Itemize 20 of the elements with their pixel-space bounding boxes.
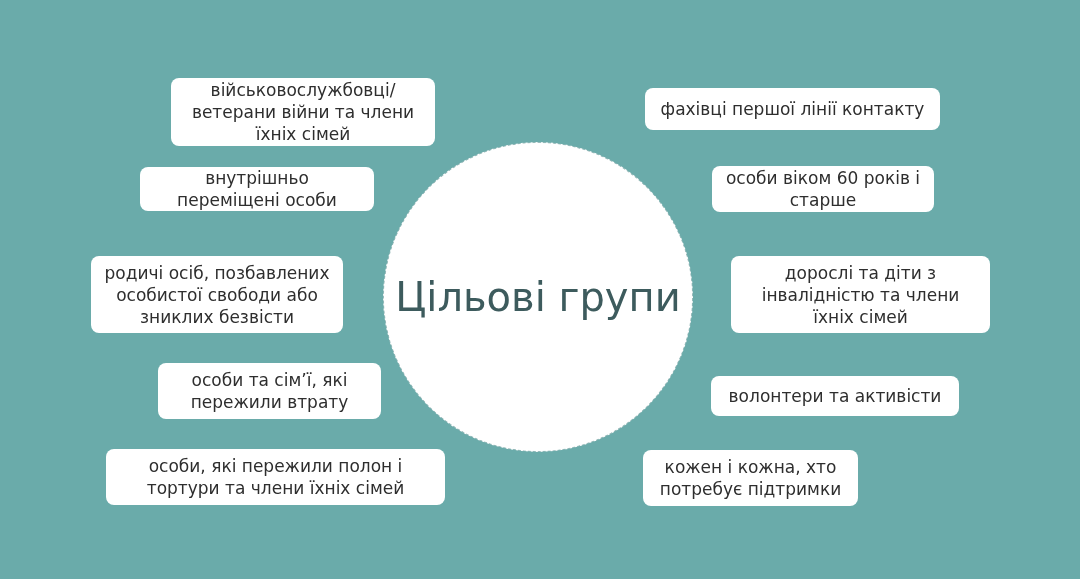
group-box — [106, 449, 445, 505]
group-label: родичі осіб, позбавлених особистої свободи або зниклих безвісти — [103, 261, 331, 328]
group-box — [643, 450, 858, 506]
group-label: дорослі та діти з інвалідністю та члени їхніх сімей — [760, 261, 961, 328]
group-box — [731, 256, 990, 333]
group-box — [158, 363, 381, 419]
group-label: особи віком 60 років і старше — [724, 167, 922, 211]
group-label: особи, які пережили полон і тортури та члени їхніх сімей — [145, 455, 406, 499]
group-label: військовослужбовці/ ветерани війни та члени їхніх сімей — [190, 79, 416, 145]
group-label: кожен і кожна, хто потребує підтримки — [658, 456, 843, 500]
group-box — [140, 167, 374, 211]
group-box — [645, 88, 940, 130]
group-label: фахівці першої лінії контакту — [660, 98, 925, 120]
group-box — [171, 78, 435, 146]
group-box — [91, 256, 343, 333]
group-label: волонтери та активісти — [728, 385, 942, 407]
group-box — [711, 376, 959, 416]
group-label: внутрішньо переміщені особи — [176, 167, 338, 211]
center-title: Цільові групи — [395, 275, 681, 319]
group-label: особи та сім’ї, які пережили втрату — [189, 369, 350, 413]
